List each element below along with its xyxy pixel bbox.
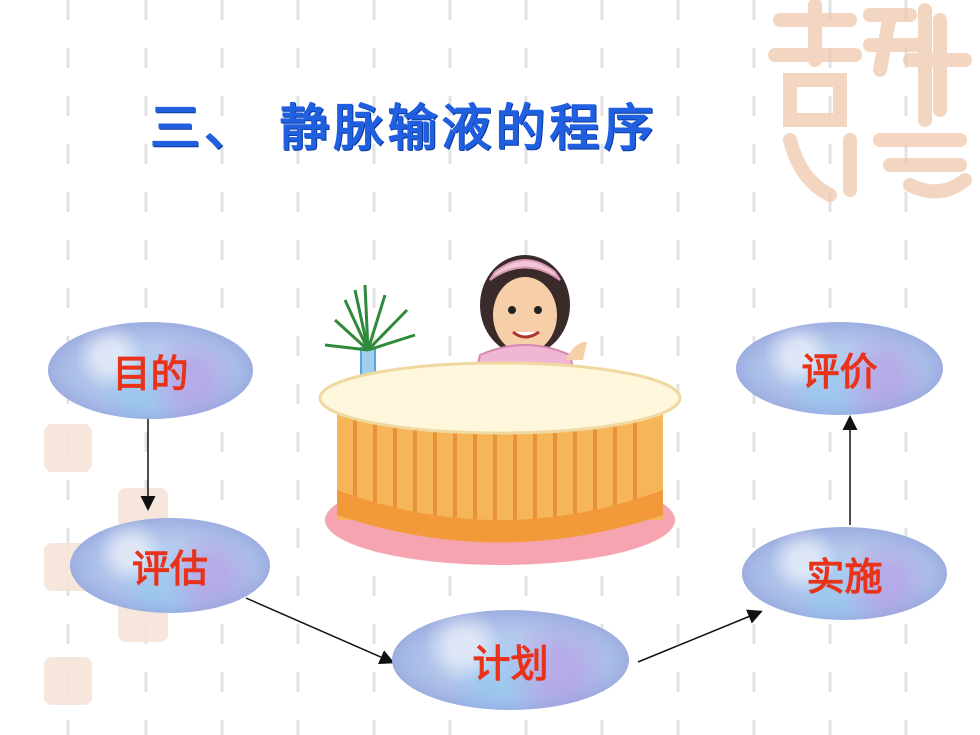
node-plan: 计划 (392, 610, 629, 710)
seal-watermark-icon (44, 424, 92, 472)
node-implementation: 实施 (742, 527, 947, 620)
node-assessment: 评估 (70, 518, 270, 613)
reception-desk (318, 361, 682, 565)
node-purpose: 目的 (48, 322, 253, 419)
node-evaluation: 评价 (736, 322, 943, 415)
seal-watermark-icon (44, 657, 92, 705)
auspicious-seal-watermark-icon (768, 0, 972, 202)
arrow-pinggu-to-jihua (245, 597, 395, 665)
nurse-at-desk-illustration (318, 255, 682, 565)
arrow-jihua-to-shishi (637, 609, 763, 663)
slide-title: 三、 静脉输液的程序 (150, 99, 658, 157)
